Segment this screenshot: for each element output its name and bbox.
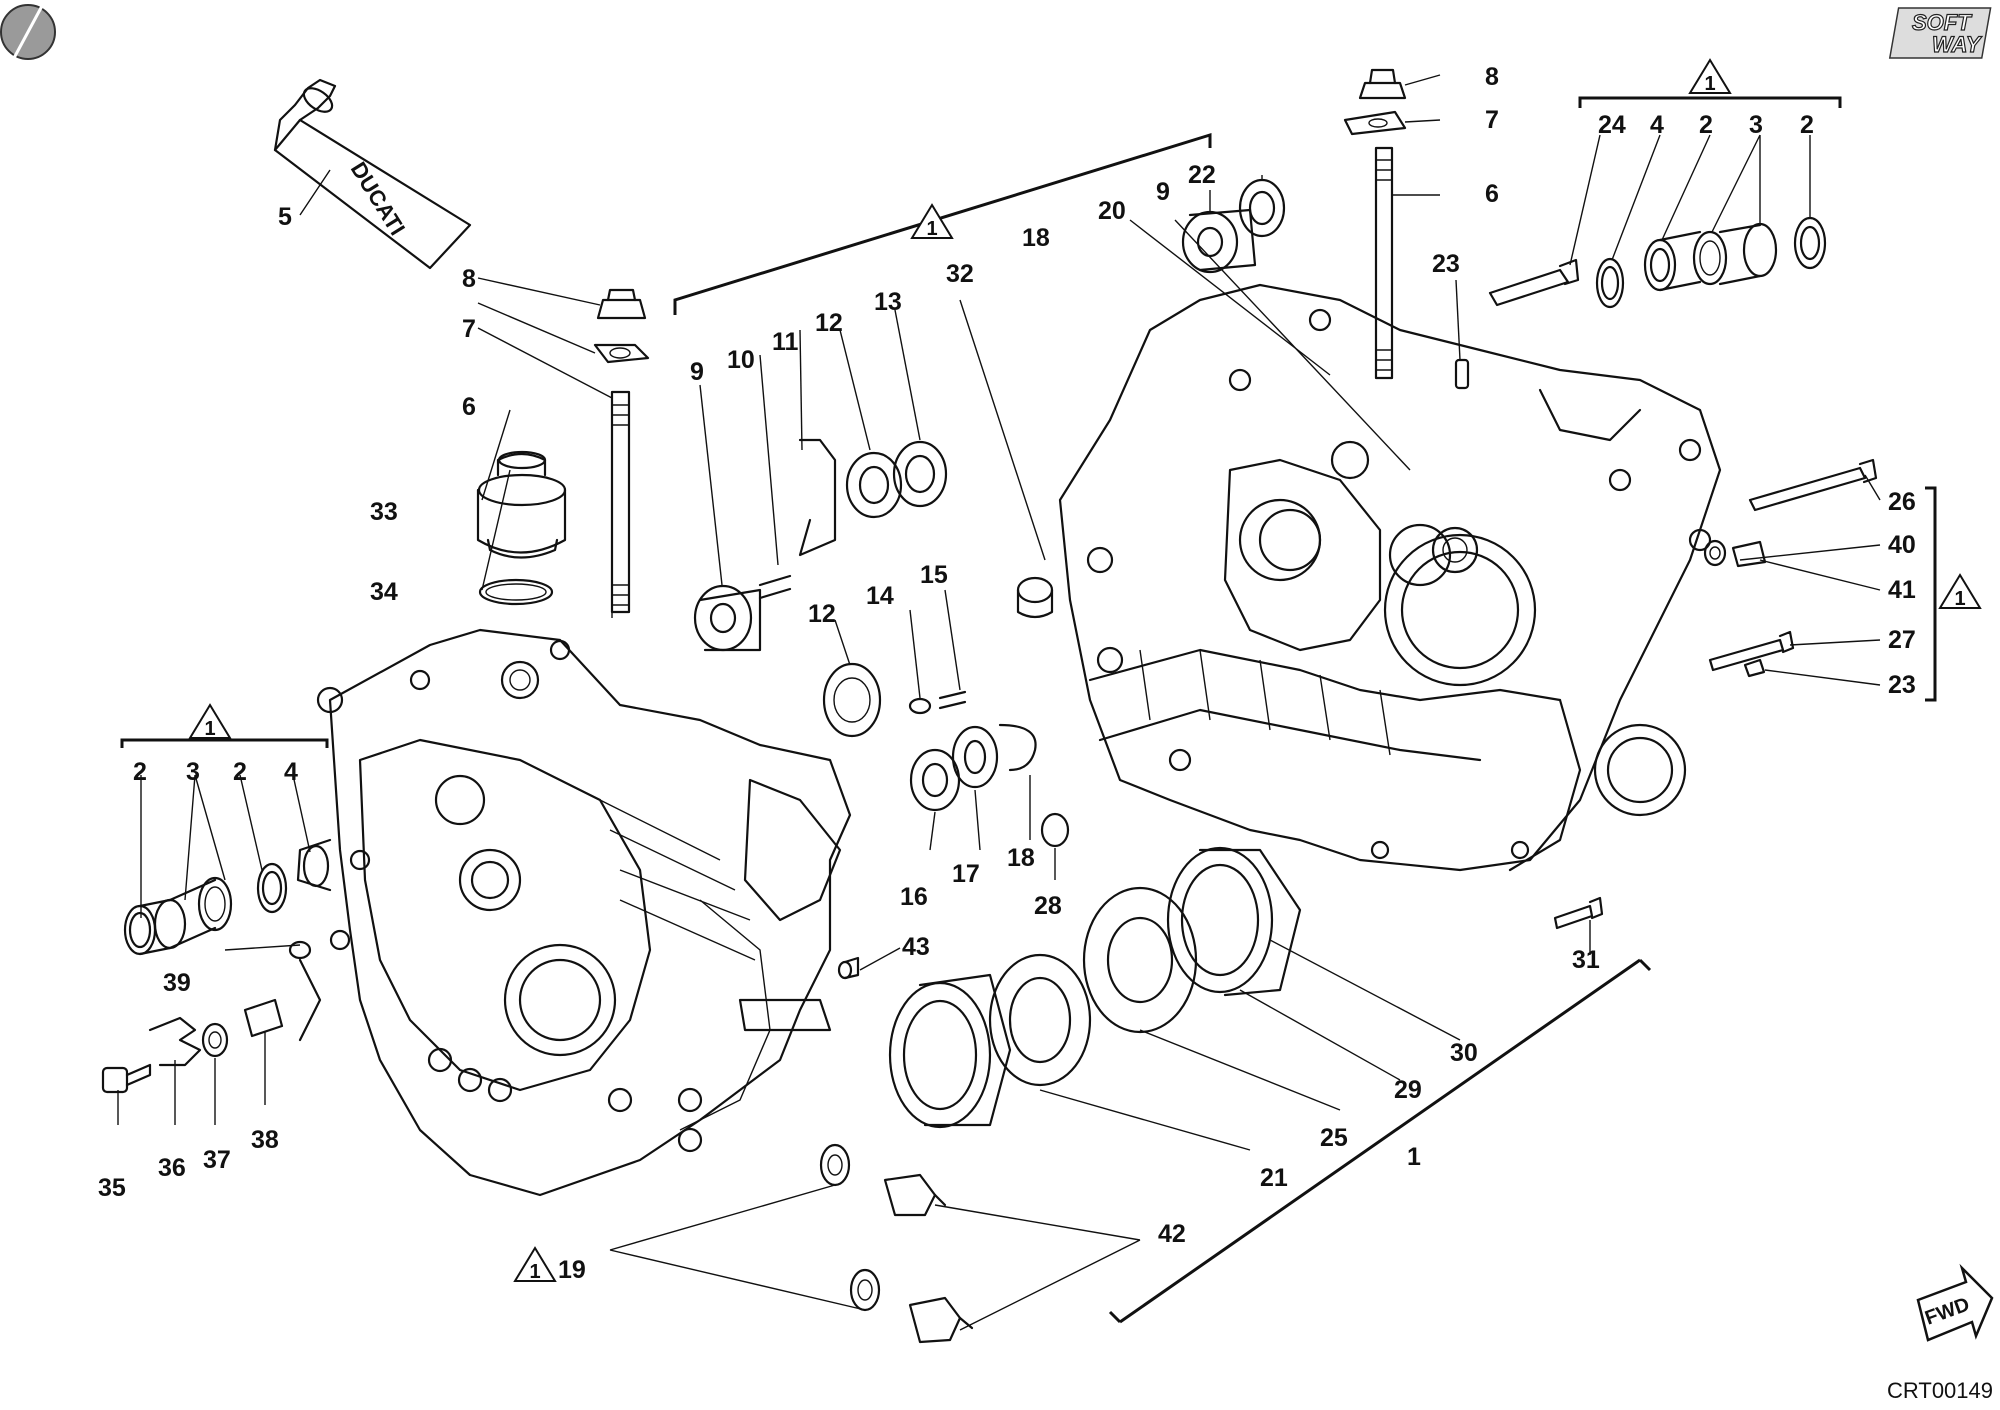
label-32: 32 [946, 260, 974, 288]
group-marker-middle: 1 [910, 203, 954, 240]
group-marker-left-text: 1 [204, 718, 215, 740]
label-20: 20 [1098, 197, 1126, 225]
label-29: 29 [1394, 1076, 1422, 1104]
label-30: 30 [1450, 1039, 1478, 1067]
left-small-parts [101, 998, 284, 1094]
label-4-right: 4 [1650, 111, 1664, 139]
part-labels: 5 8 7 6 33 34 2 3 2 4 39 35 36 37 38 9 1… [98, 63, 1916, 1284]
label-3-left: 3 [186, 758, 200, 786]
label-34: 34 [370, 578, 398, 606]
right-side-hardware [1553, 458, 1878, 930]
label-22: 22 [1188, 161, 1216, 189]
label-25: 25 [1320, 1124, 1348, 1152]
label-24: 24 [1598, 111, 1626, 139]
label-8-right: 8 [1485, 63, 1499, 91]
middle-bearings [693, 438, 1070, 980]
label-5: 5 [278, 203, 292, 231]
main-bearings [888, 846, 1302, 1129]
label-26: 26 [1888, 488, 1916, 516]
label-9-mid: 9 [690, 358, 704, 386]
group-marker-right: 1 [1688, 58, 1732, 95]
label-36: 36 [158, 1154, 186, 1182]
group-marker-side: 1 [1938, 573, 1982, 610]
label-17: 17 [952, 860, 980, 888]
label-1: 1 [1407, 1143, 1421, 1171]
label-12-mid-a: 12 [815, 309, 843, 337]
right-bearing-stack [1454, 216, 1827, 390]
label-6-right: 6 [1485, 180, 1499, 208]
label-33: 33 [370, 498, 398, 526]
leader-lines [117, 74, 1881, 1331]
left-crankcase-half [296, 628, 852, 1197]
drawing-code: CRT00149 [1887, 1378, 1993, 1403]
upper-bearings [1181, 178, 1286, 274]
label-38: 38 [251, 1126, 279, 1154]
label-19: 19 [558, 1256, 586, 1284]
label-12-mid-b: 12 [808, 600, 836, 628]
label-23-top: 23 [1432, 250, 1460, 278]
breather-o-ring [478, 578, 554, 606]
group-marker-side-text: 1 [1954, 588, 1965, 610]
label-3-right: 3 [1749, 111, 1763, 139]
right-stud-assembly [1343, 68, 1407, 380]
group-marker-drain: 1 [513, 1246, 557, 1283]
logo-text-top: SOFT [1912, 10, 1972, 35]
label-31: 31 [1572, 946, 1600, 974]
label-35: 35 [98, 1174, 126, 1202]
label-2-left-a: 2 [133, 758, 147, 786]
label-9-right: 9 [1156, 178, 1170, 206]
label-16: 16 [900, 883, 928, 911]
label-11: 11 [772, 328, 799, 356]
softway-logo: SOFT WAY [1888, 7, 1992, 59]
right-crankcase-half [1058, 283, 1722, 872]
label-7-left: 7 [462, 315, 476, 343]
left-stud-assembly [593, 288, 650, 614]
label-39: 39 [163, 969, 191, 997]
label-42: 42 [1158, 1220, 1186, 1248]
corner-badge-icon [0, 4, 56, 60]
group-marker-drain-text: 1 [529, 1261, 540, 1283]
label-21: 21 [1260, 1164, 1288, 1192]
label-18-mid: 18 [1007, 844, 1035, 872]
label-41: 41 [1888, 576, 1916, 604]
group-brackets [120, 96, 1937, 1324]
label-2-right-b: 2 [1800, 111, 1814, 139]
breather-cap [476, 450, 567, 559]
left-bearing-stack [123, 844, 330, 960]
label-6-left: 6 [462, 393, 476, 421]
label-27: 27 [1888, 626, 1916, 654]
sealant-tube: DUCATI [273, 78, 472, 270]
group-marker-middle-text: 1 [926, 218, 937, 240]
group-marker-right-text: 1 [1704, 73, 1715, 95]
label-23-side: 23 [1888, 671, 1916, 699]
label-2-left-b: 2 [233, 758, 247, 786]
label-43: 43 [902, 933, 930, 961]
logo-text-bottom: WAY [1932, 32, 1983, 57]
label-40: 40 [1888, 531, 1916, 559]
label-15: 15 [920, 561, 948, 589]
label-10: 10 [727, 346, 755, 374]
label-13: 13 [874, 288, 902, 316]
label-7-right: 7 [1485, 106, 1499, 134]
label-2-right-a: 2 [1699, 111, 1713, 139]
label-8-left: 8 [462, 265, 476, 293]
forward-arrow-icon: FWD [1916, 1263, 1994, 1342]
group-marker-left: 1 [188, 703, 232, 740]
label-4-left: 4 [284, 758, 298, 786]
drain-plugs [819, 1143, 974, 1344]
label-37: 37 [203, 1146, 231, 1174]
label-18-right: 18 [1022, 224, 1050, 252]
label-14: 14 [866, 582, 894, 610]
label-28: 28 [1034, 892, 1062, 920]
